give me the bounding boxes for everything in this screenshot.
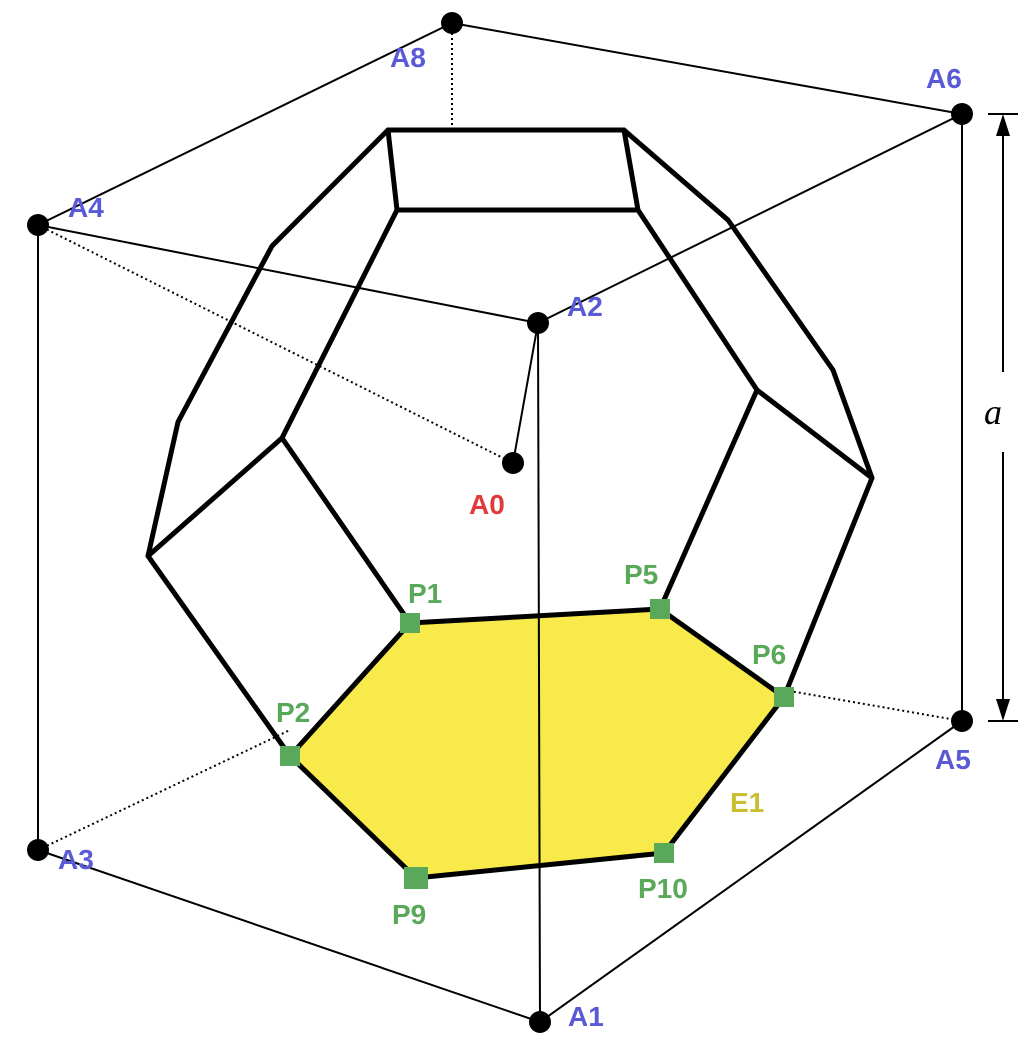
point-p2 <box>280 746 300 766</box>
vertex-a1 <box>529 1011 551 1033</box>
label-e1: E1 <box>730 787 764 818</box>
label-p10: P10 <box>638 873 688 904</box>
label-a4: A4 <box>68 192 104 223</box>
label-a8: A8 <box>390 42 426 73</box>
point-p10 <box>654 843 674 863</box>
hidden-edges <box>37 23 963 851</box>
label-a2: A2 <box>567 291 603 322</box>
label-a6: A6 <box>926 63 962 94</box>
vertex-a4 <box>27 214 49 236</box>
label-a1: A1 <box>568 1001 604 1032</box>
label-a5: A5 <box>935 744 971 775</box>
label-a3: A3 <box>58 844 94 875</box>
point-p9 <box>404 867 428 889</box>
point-p6 <box>774 687 794 707</box>
point-p5 <box>650 599 670 619</box>
label-p5: P5 <box>624 559 658 590</box>
polyhedron-edges <box>145 127 875 759</box>
vertex-a6 <box>951 103 973 125</box>
vertex-a5 <box>951 710 973 732</box>
label-p1: P1 <box>408 578 442 609</box>
label-p6: P6 <box>752 639 786 670</box>
dimension-arrow <box>988 113 1018 722</box>
vertex-a8 <box>441 12 463 34</box>
vertex-a0 <box>502 452 524 474</box>
edge-length-label: a <box>984 392 1002 432</box>
cube-edges <box>37 22 963 1023</box>
vertex-a2 <box>527 312 549 334</box>
hexagon-points <box>280 599 794 889</box>
cube-vertices <box>27 12 973 1033</box>
point-p1 <box>400 613 420 633</box>
hexagon-face-e1 <box>287 606 787 881</box>
vertex-a3 <box>27 839 49 861</box>
label-p2: P2 <box>276 697 310 728</box>
label-p9: P9 <box>392 899 426 930</box>
label-a0: A0 <box>469 489 505 520</box>
